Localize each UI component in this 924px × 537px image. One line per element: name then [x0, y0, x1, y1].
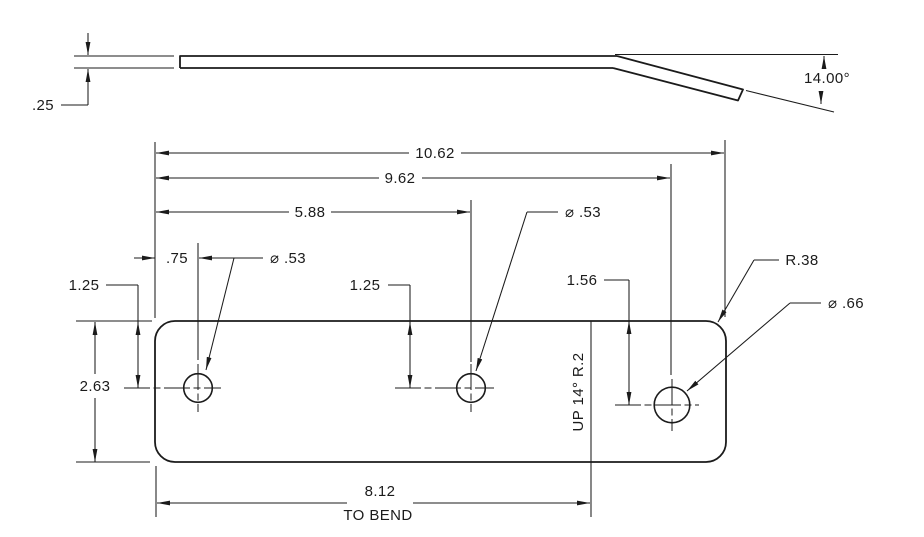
- dim-hole2-from-left-label: 5.88: [295, 204, 326, 221]
- dim-to-bend-label: 8.12: [365, 483, 396, 500]
- dim-hole2-from-top: 1.25: [350, 277, 413, 388]
- dim-hole1-from-top-label: 1.25: [69, 277, 100, 294]
- bend-note-label: UP 14° R.2: [570, 353, 587, 432]
- dim-hole3-from-left: 9.62: [156, 170, 670, 187]
- dim-overall-width-label: 10.62: [415, 145, 455, 162]
- corner-radius-label: R.38: [785, 252, 818, 269]
- dim-hole3-from-top-label: 1.56: [567, 272, 598, 289]
- dim-plate-height: 2.63: [80, 322, 111, 462]
- side-view: .25 14.00°: [32, 33, 850, 114]
- dim-hole1-from-left: .75: [134, 250, 263, 267]
- plate-outline: [154, 320, 727, 463]
- dim-hole3-from-top: 1.56: [567, 272, 632, 405]
- angle-extension-line: [745, 89, 835, 113]
- dim-hole1-from-left-label: .75: [166, 250, 188, 267]
- side-view-flat-profile: [179, 55, 617, 69]
- leader-hole2-diameter: ⌀ .53: [475, 204, 601, 372]
- leader-hole1-diameter: ⌀ .53: [205, 250, 306, 371]
- dim-to-bend: 8.12 TO BEND: [157, 483, 590, 524]
- hole3-diameter-label: ⌀ .66: [828, 295, 864, 312]
- side-view-bent-profile: [612, 55, 744, 102]
- dim-to-bend-suffix: TO BEND: [343, 507, 412, 524]
- dim-plate-height-label: 2.63: [80, 378, 111, 395]
- hole-2: [395, 364, 494, 412]
- leader-corner-radius: R.38: [717, 252, 818, 323]
- hole2-diameter-label: ⌀ .53: [565, 204, 601, 221]
- bend-angle-dimension: 14.00°: [804, 56, 850, 104]
- hole-3: [615, 379, 699, 431]
- dim-hole3-from-left-label: 9.62: [385, 170, 416, 187]
- hole-1: [124, 364, 221, 412]
- thickness-label: .25: [32, 97, 54, 114]
- dim-hole2-from-top-label: 1.25: [350, 277, 381, 294]
- dim-hole2-from-left: 5.88: [156, 204, 470, 221]
- thickness-dimension: .25: [32, 33, 91, 114]
- bend-angle-label: 14.00°: [804, 70, 850, 87]
- hole1-diameter-label: ⌀ .53: [270, 250, 306, 267]
- leader-hole3-diameter: ⌀ .66: [686, 295, 864, 392]
- plan-view: UP 14° R.2 10.62: [69, 140, 864, 524]
- dim-overall-width: 10.62: [156, 145, 724, 162]
- dim-hole1-from-top: 1.25: [69, 277, 141, 388]
